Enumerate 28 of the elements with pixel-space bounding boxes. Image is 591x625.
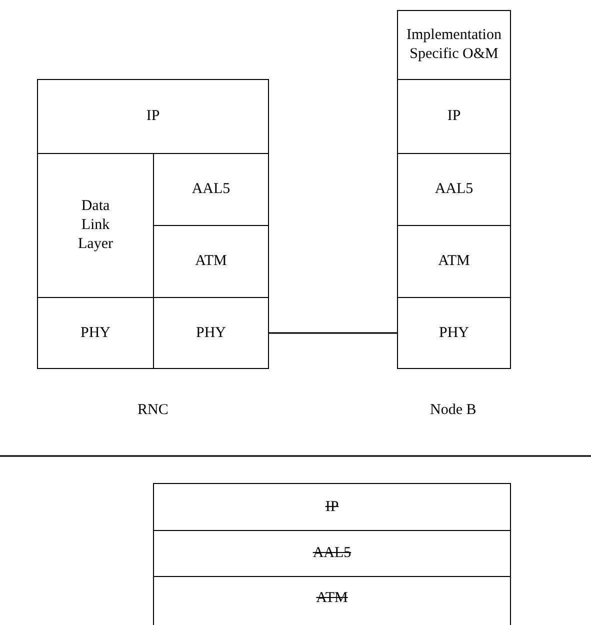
layer-label: PHY <box>80 324 110 342</box>
layer-label: ATM <box>438 252 470 271</box>
layer-label: PHY <box>196 324 226 342</box>
protocol-layer-box <box>397 297 511 369</box>
protocol-layer-box <box>153 530 511 577</box>
protocol-layer-box <box>153 576 511 625</box>
layer-label: IP <box>325 498 339 516</box>
layer-label: AAL5 <box>192 180 230 199</box>
protocol-layer-box <box>397 10 511 80</box>
layer-label: ATM <box>316 589 348 608</box>
layer-label: AAL5 <box>312 544 352 563</box>
layer-label: IP <box>447 107 461 126</box>
stack-name-label: Node B <box>430 402 476 418</box>
layer-label: AAL5 <box>434 180 474 199</box>
layer-label: PHY <box>438 324 469 342</box>
layer-label: Data Link Layer <box>77 197 114 254</box>
connector-line <box>269 332 397 334</box>
protocol-layer-box <box>37 297 154 369</box>
protocol-layer-box <box>153 483 511 531</box>
layer-label: Implementation Specific O&M <box>406 26 502 64</box>
protocol-layer-box <box>397 153 511 226</box>
protocol-layer-box <box>153 297 269 369</box>
stack-name-label: RNC <box>138 402 168 418</box>
layer-label: IP <box>146 107 160 126</box>
protocol-layer-box <box>37 79 269 154</box>
protocol-layer-box <box>397 225 511 298</box>
layer-label: ATM <box>195 252 227 271</box>
protocol-layer-box <box>397 79 511 154</box>
